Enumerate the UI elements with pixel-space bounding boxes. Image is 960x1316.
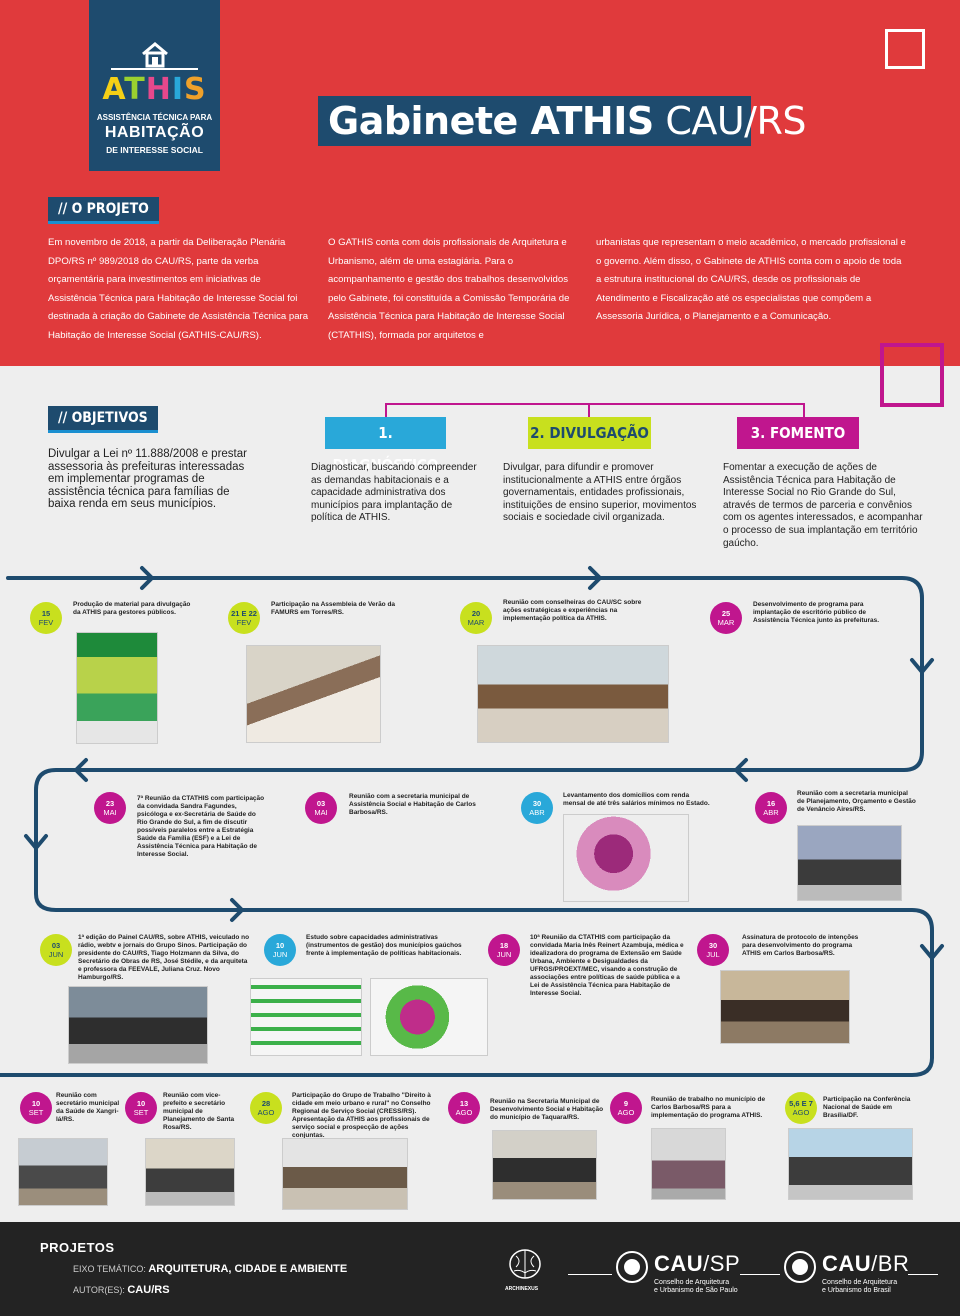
objetivos-label: // OBJETIVOS (48, 406, 158, 433)
bar-chart-capacities (250, 978, 362, 1056)
footer-rule (740, 1274, 780, 1275)
photo-group (651, 1128, 726, 1200)
stage-fomento-text: Fomentar a execução de ações de Assistên… (723, 462, 923, 549)
event-text: Desenvolvimento de programa para implant… (753, 601, 880, 624)
photo-meeting (145, 1138, 235, 1206)
event-text: Reunião com a secretaria municipal de As… (349, 793, 476, 816)
projeto-col2: O GATHIS conta com dois profissionais de… (328, 237, 570, 341)
house-icon (142, 42, 168, 68)
event-text: Produção de material para divulgação da … (73, 601, 191, 616)
photo-meeting (477, 645, 669, 743)
logo-rule (111, 68, 198, 70)
photo-studio (68, 986, 208, 1064)
event-text: 10ª Reunião da CTATHIS com participação … (530, 934, 684, 997)
title-light: CAU/RS (665, 99, 807, 143)
photo-signing (720, 970, 850, 1044)
photo-meeting (492, 1130, 597, 1200)
logo-line2: HABITAÇÃO (104, 124, 205, 141)
cau-sp-logo: CAU/SP Conselho de Arquitetura e Urbanis… (654, 1251, 741, 1294)
page-title: Gabinete ATHIS CAU/RS (318, 96, 807, 146)
event-text: 1ª edição do Painel CAU/RS, sobre ATHIS,… (78, 934, 250, 981)
projeto-label: // O PROJETO (48, 197, 159, 224)
projeto-col1: Em novembro de 2018, a partir da Deliber… (48, 237, 309, 341)
map-capacities (370, 978, 488, 1056)
cau-seal-icon (784, 1251, 816, 1283)
objetivos-main: Divulgar a Lei nº 11.888/2008 e prestar … (48, 448, 247, 511)
map-income (563, 814, 689, 902)
photo-conference (788, 1128, 913, 1200)
footer: PROJETOS EIXO TEMÁTICO: ARQUITETURA, CID… (0, 1222, 960, 1316)
event-text: Participação na Assembleia de Verão da F… (271, 601, 396, 616)
decor-square-white (885, 29, 925, 69)
photo-meeting (18, 1138, 108, 1206)
footer-rule (908, 1274, 938, 1275)
footer-rule (568, 1274, 612, 1275)
event-text: Participação do Grupo de Trabalho "Direi… (292, 1092, 431, 1139)
stage-fomento: 3. FOMENTO (737, 417, 859, 449)
event-text: Reunião com a secretaria municipal de Pl… (797, 790, 916, 813)
logo-word: ATHIS (102, 72, 207, 107)
athis-logo: ATHIS ASSISTÊNCIA TÉCNICA PARA HABITAÇÃO… (89, 0, 220, 171)
event-text: Participação na Conferência Nacional de … (823, 1096, 911, 1119)
photo-group (797, 825, 902, 901)
stage-divulgacao: 2. DIVULGAÇÃO (528, 417, 651, 449)
cau-seal-icon (616, 1251, 648, 1283)
logo-line3: DE INTERESSE SOCIAL (106, 145, 203, 155)
event-text: Estudo sobre capacidades administrativas… (306, 934, 462, 957)
event-text: 7ª Reunião da CTATHIS com participação d… (137, 795, 265, 858)
event-text: Reunião com secretário municipal da Saúd… (56, 1092, 120, 1123)
archinexus-label: ARCHINEXUS (505, 1286, 539, 1292)
decor-square-magenta (880, 343, 944, 407)
stage-divulgacao-text: Divulgar, para difundir e promover insti… (503, 462, 697, 524)
stage-diagnostico-text: Diagnosticar, buscando compreender as de… (311, 462, 477, 524)
logo-line1: ASSISTÊNCIA TÉCNICA PARA (96, 113, 213, 122)
cau-br-logo: CAU/BR Conselho de Arquitetura e Urbanis… (822, 1251, 910, 1294)
stage-diagnostico: 1. DIAGNÓSTICO (325, 417, 446, 474)
photo-event (246, 645, 381, 743)
projeto-col3: urbanistas que representam o meio acadêm… (596, 237, 906, 323)
photo-workshop (282, 1138, 408, 1210)
event-text: Reunião com conselheiras do CAU/SC sobre… (503, 599, 642, 622)
photo-booklet (76, 632, 158, 744)
event-text: Assinatura de protocolo de intenções par… (742, 934, 859, 957)
footer-autor: AUTOR(ES): CAU/RS (73, 1284, 170, 1296)
footer-projetos: PROJETOS (40, 1240, 115, 1255)
event-text: Reunião de trabalho no município de Carl… (651, 1096, 766, 1119)
event-text: Reunião com vice-prefeito e secretário m… (163, 1092, 235, 1131)
event-text: Levantamento dos domicílios com renda me… (563, 792, 710, 807)
event-text: Reunião na Secretaria Municipal de Desen… (490, 1098, 604, 1121)
title-bold: Gabinete ATHIS (328, 99, 654, 143)
footer-eixo: EIXO TEMÁTICO: ARQUITETURA, CIDADE E AMB… (73, 1263, 348, 1275)
brain-icon (509, 1249, 541, 1279)
